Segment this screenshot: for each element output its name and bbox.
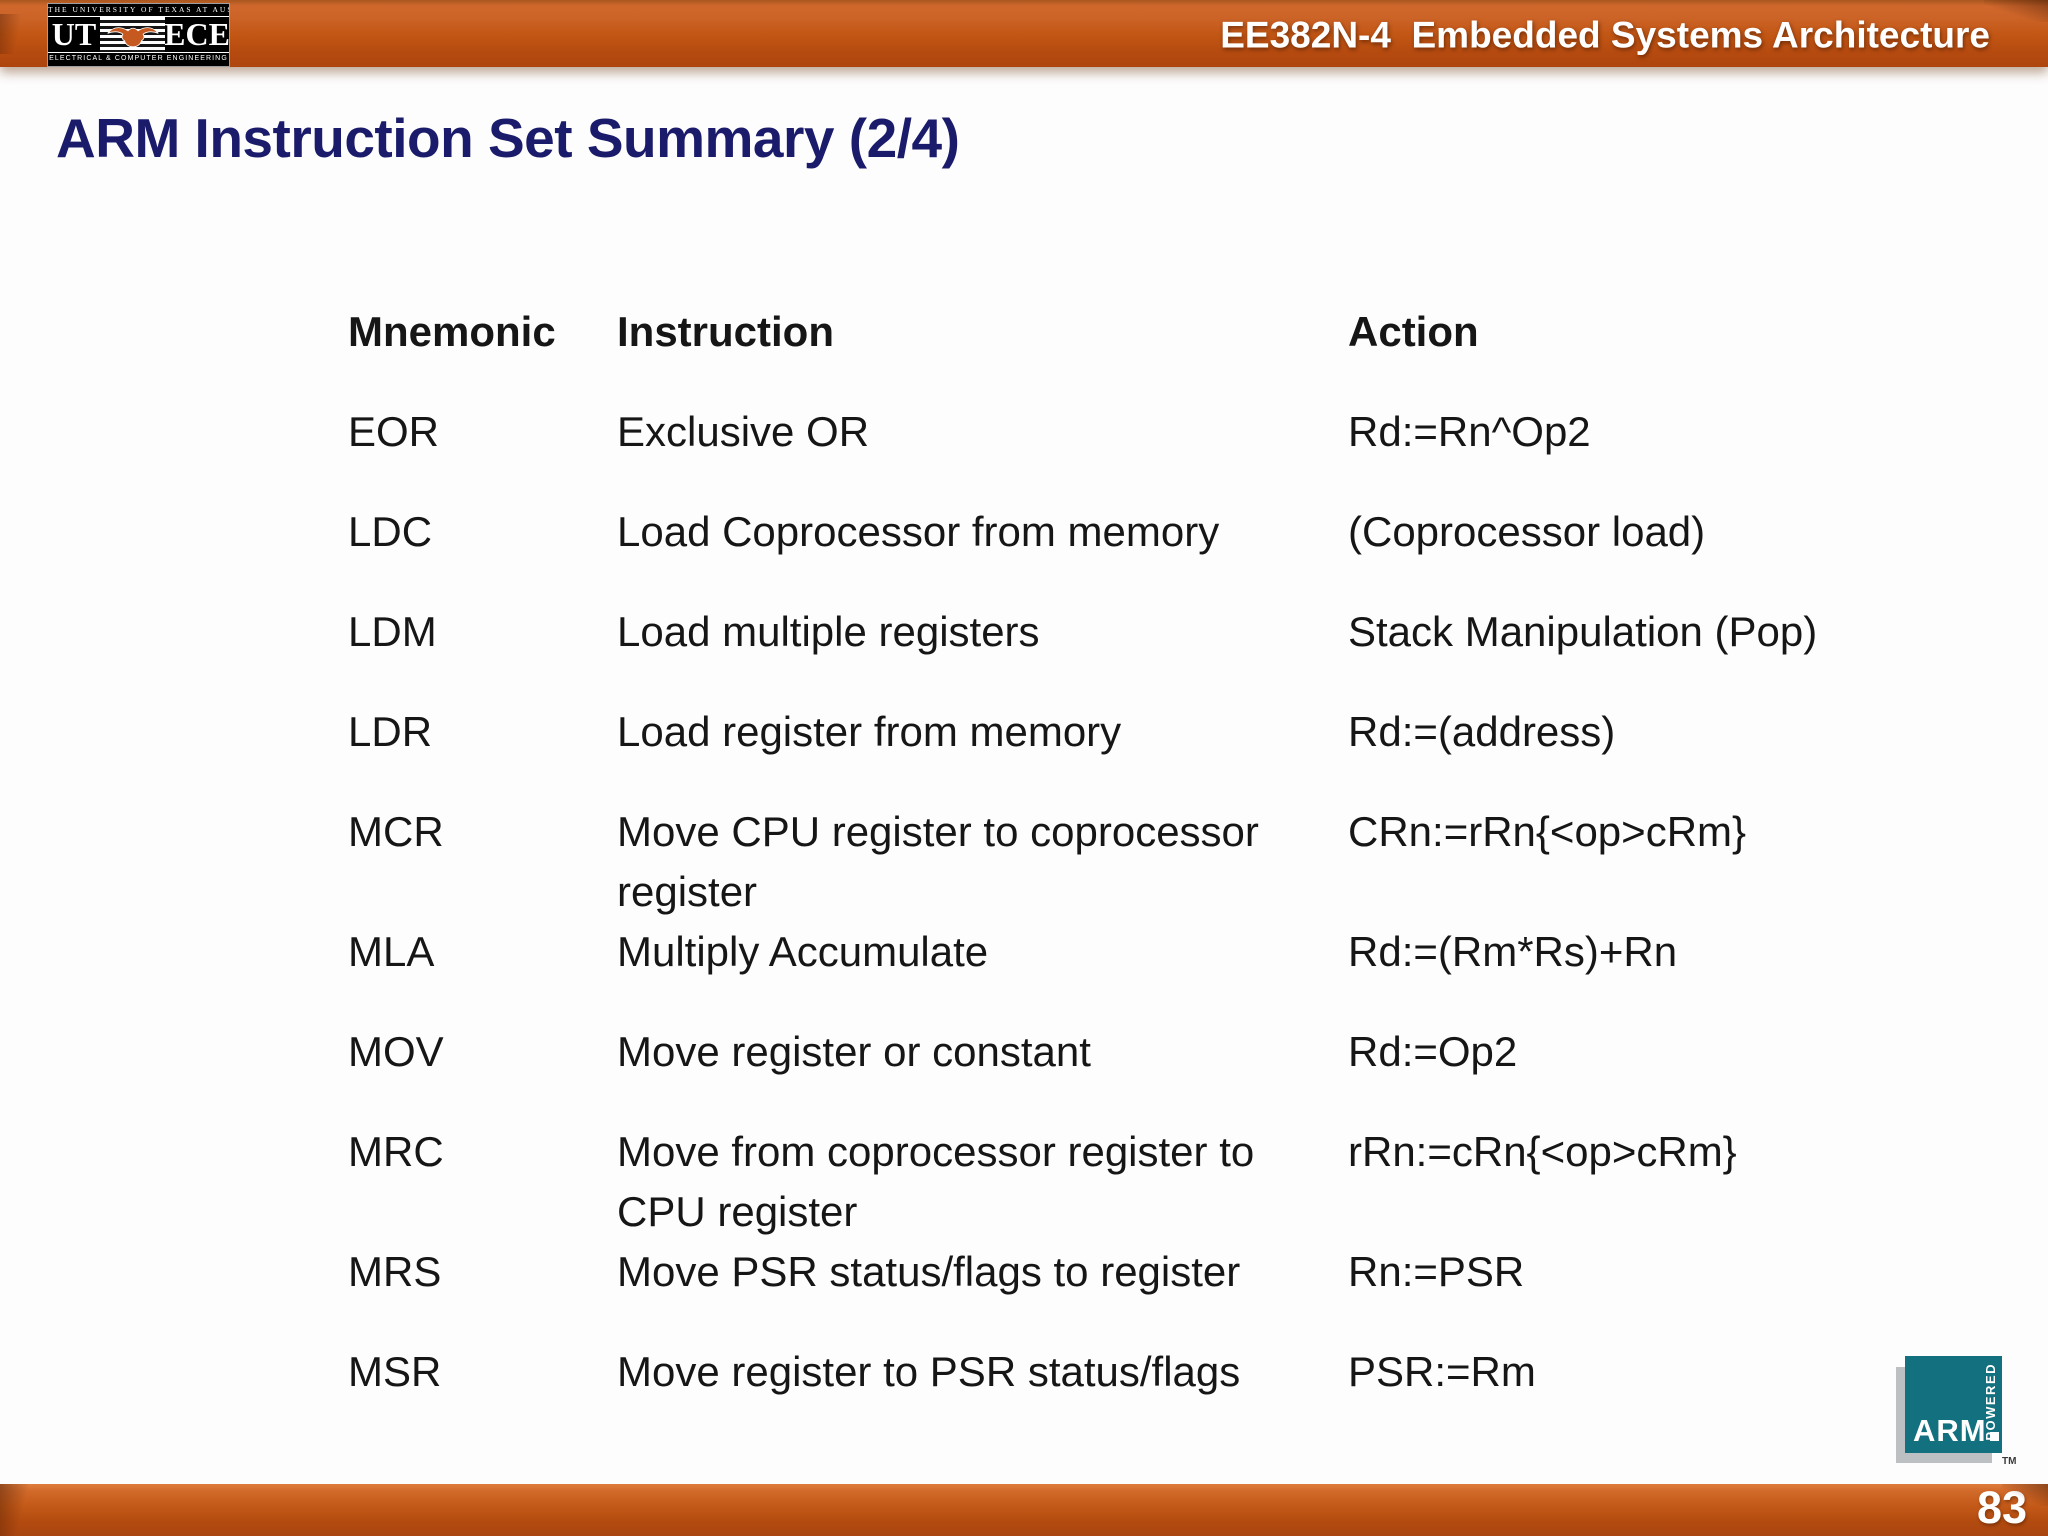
arm-logo-dot (1989, 1432, 1999, 1441)
instruction-cell: Move CPU register to coprocessor registe… (617, 808, 1259, 915)
arm-logo-text: ARM (1913, 1413, 1987, 1448)
action-cell: Rd:=(address) (1348, 708, 1616, 755)
ut-logo-middle: UT ECE (48, 16, 230, 52)
action-cell: Rd:=Op2 (1348, 1028, 1518, 1075)
table-row: MRC Move from coprocessor register to CP… (348, 1122, 1988, 1242)
action-cell: Stack Manipulation (Pop) (1348, 608, 1818, 655)
mnemonic-cell: EOR (348, 408, 440, 455)
instruction-cell: Multiply Accumulate (617, 928, 989, 975)
column-header-instruction: Instruction (617, 308, 834, 355)
table-row: MCR Move CPU register to coprocessor reg… (348, 802, 1988, 922)
ut-logo-top-text: THE UNIVERSITY OF TEXAS AT AUSTIN (48, 4, 229, 17)
instruction-table: Mnemonic Instruction Action EOR Exclusiv… (348, 302, 1988, 1442)
mnemonic-cell: LDC (348, 508, 433, 555)
arm-logo-wordmark: ARM (1913, 1415, 1999, 1446)
mnemonic-cell: MLA (348, 928, 435, 975)
instruction-cell: Load register from memory (617, 708, 1122, 755)
mnemonic-cell: MRC (348, 1128, 444, 1175)
table-row: LDR Load register from memory Rd:=(addre… (348, 702, 1988, 762)
instruction-cell: Move PSR status/flags to register (617, 1248, 1241, 1295)
header-bar: THE UNIVERSITY OF TEXAS AT AUSTIN UT ECE… (0, 0, 2048, 67)
page-title: ARM Instruction Set Summary (2/4) (56, 107, 960, 169)
column-header-action: Action (1348, 308, 1479, 355)
arm-logo-powered-text: POWERED (1983, 1363, 1998, 1441)
mnemonic-cell: LDR (348, 708, 433, 755)
arm-powered-logo: ARM POWERED TM (1896, 1356, 2028, 1474)
table-header-row: Mnemonic Instruction Action (348, 302, 1988, 362)
table-body: EOR Exclusive OR Rd:=Rn^Op2 LDC Load Cop… (348, 402, 1988, 1402)
arm-logo-square: ARM POWERED (1905, 1356, 2002, 1453)
trademark-symbol: TM (2002, 1456, 2017, 1467)
column-header-mnemonic: Mnemonic (348, 308, 556, 355)
table-row: EOR Exclusive OR Rd:=Rn^Op2 (348, 402, 1988, 462)
course-title: EE382N-4 Embedded Systems Architecture (1220, 14, 1990, 56)
instruction-cell: Move from coprocessor register to CPU re… (617, 1128, 1255, 1235)
action-cell: PSR:=Rm (1348, 1348, 1536, 1395)
action-cell: Rn:=PSR (1348, 1248, 1525, 1295)
ut-logo-bottom-text: ELECTRICAL & COMPUTER ENGINEERING (48, 52, 229, 66)
ut-logo-ece-text: ECE (164, 16, 230, 52)
instruction-cell: Move register or constant (617, 1028, 1091, 1075)
action-cell: (Coprocessor load) (1348, 508, 1706, 555)
table-row: MSR Move register to PSR status/flags PS… (348, 1342, 1988, 1402)
page-number: 83 (1976, 1481, 2027, 1533)
mnemonic-cell: MSR (348, 1348, 442, 1395)
action-cell: Rd:=Rn^Op2 (1348, 408, 1591, 455)
table-row: LDC Load Coprocessor from memory (Coproc… (348, 502, 1988, 562)
action-cell: CRn:=rRn{<op>cRm} (1348, 808, 1747, 855)
action-cell: rRn:=cRn{<op>cRm} (1348, 1128, 1737, 1175)
table-row: MRS Move PSR status/flags to register Rn… (348, 1242, 1988, 1302)
table-row: MOV Move register or constant Rd:=Op2 (348, 1022, 1988, 1082)
instruction-cell: Load multiple registers (617, 608, 1040, 655)
longhorn-icon (100, 17, 165, 52)
table-row: LDM Load multiple registers Stack Manipu… (348, 602, 1988, 662)
mnemonic-cell: MOV (348, 1028, 444, 1075)
mnemonic-cell: MRS (348, 1248, 442, 1295)
footer-bar: 83 (0, 1481, 2048, 1536)
mnemonic-cell: MCR (348, 808, 444, 855)
instruction-cell: Load Coprocessor from memory (617, 508, 1220, 555)
table-row: MLA Multiply Accumulate Rd:=(Rm*Rs)+Rn (348, 922, 1988, 982)
ut-logo-ut-text: UT (48, 16, 100, 52)
mnemonic-cell: LDM (348, 608, 437, 655)
action-cell: Rd:=(Rm*Rs)+Rn (1348, 928, 1678, 975)
instruction-cell: Exclusive OR (617, 408, 870, 455)
ut-ece-logo: THE UNIVERSITY OF TEXAS AT AUSTIN UT ECE… (47, 3, 230, 67)
instruction-cell: Move register to PSR status/flags (617, 1348, 1241, 1395)
